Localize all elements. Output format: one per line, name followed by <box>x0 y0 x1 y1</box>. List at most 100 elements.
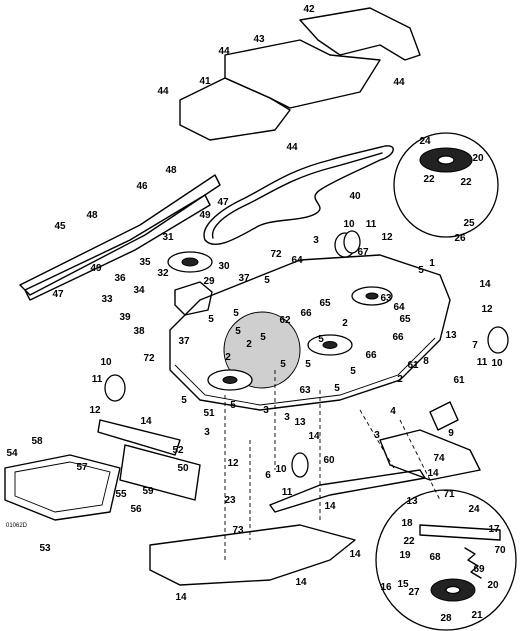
deck-edge <box>174 337 436 406</box>
callout-48-2: 48 <box>86 210 98 221</box>
callout-11-1: 11 <box>366 219 377 230</box>
callout-28-1: 28 <box>440 613 452 624</box>
callout-5-5: 5 <box>235 326 241 337</box>
callout-20-1: 20 <box>472 153 484 164</box>
wheel-10-top <box>343 230 361 254</box>
callout-7-1: 7 <box>472 340 478 351</box>
callout-47-2: 47 <box>52 289 64 300</box>
callout-6-1: 6 <box>265 470 271 481</box>
callout-58-1: 58 <box>31 436 43 447</box>
callout-25-1: 25 <box>463 218 475 229</box>
callout-41-1: 41 <box>199 76 211 87</box>
callout-50-1: 50 <box>177 463 189 474</box>
callout-74-1: 74 <box>433 453 445 464</box>
callout-5-4: 5 <box>208 314 214 325</box>
callout-61-2: 61 <box>453 375 465 386</box>
callout-53-1: 53 <box>39 543 51 554</box>
callout-48-1: 48 <box>165 165 177 176</box>
pulley-2a-hub <box>222 376 238 384</box>
callout-13-3: 13 <box>406 496 418 507</box>
callout-66-3: 66 <box>365 350 377 361</box>
callout-14-5: 14 <box>324 501 336 512</box>
callout-19-1: 19 <box>399 550 411 561</box>
callout-4-1: 4 <box>390 406 396 417</box>
callout-3-3: 3 <box>263 405 269 416</box>
callout-14-4: 14 <box>427 468 439 479</box>
callout-11-4: 11 <box>282 487 293 498</box>
cover-plate-42 <box>299 7 421 61</box>
callout-55-1: 55 <box>115 489 127 500</box>
callout-38-1: 38 <box>133 326 145 337</box>
callout-40-1: 40 <box>349 191 361 202</box>
callout-16-1: 16 <box>380 582 392 593</box>
callout-70-1: 70 <box>494 545 506 556</box>
callout-24-1: 24 <box>419 136 431 147</box>
pulley-20-bottom-hub <box>445 585 461 595</box>
callout-73-1: 73 <box>232 525 244 536</box>
gearbox-29 <box>174 281 213 316</box>
belt-40 <box>203 145 394 246</box>
callout-64-1: 64 <box>291 255 303 266</box>
callout-5-3: 5 <box>233 308 239 319</box>
callout-66-2: 66 <box>392 332 404 343</box>
callout-12-1: 12 <box>381 232 393 243</box>
roller-9 <box>429 401 459 431</box>
diagram-parts <box>4 7 517 631</box>
callout-44-1: 44 <box>218 46 230 57</box>
callout-46-1: 46 <box>136 181 148 192</box>
callout-10-4: 10 <box>275 464 287 475</box>
callout-51-1: 51 <box>203 408 215 419</box>
callout-43-1: 43 <box>253 34 265 45</box>
pulley-20-top-hub <box>437 155 455 165</box>
drawing-code: 01062D <box>6 523 28 529</box>
callout-23-1: 23 <box>224 495 236 506</box>
callout-35-1: 35 <box>139 257 151 268</box>
callout-2-1: 2 <box>246 339 252 350</box>
callout-45-1: 45 <box>54 221 66 232</box>
callout-22-1: 22 <box>423 174 435 185</box>
callout-14-6: 14 <box>349 549 361 560</box>
callout-24-2: 24 <box>468 504 480 515</box>
rail-47 <box>24 194 211 301</box>
chute-inner <box>14 461 111 513</box>
pulley-2c-hub <box>365 292 379 300</box>
callout-5-11: 5 <box>230 400 236 411</box>
callout-72-2: 72 <box>143 353 155 364</box>
callout-63-1: 63 <box>380 293 392 304</box>
discharge-chute-54 <box>4 454 121 521</box>
callout-1-1: 1 <box>429 258 435 269</box>
callout-69-1: 69 <box>473 564 485 575</box>
callout-2-3: 2 <box>225 352 231 363</box>
callout-5-8: 5 <box>280 359 286 370</box>
callout-27-1: 27 <box>408 587 420 598</box>
callout-34-1: 34 <box>133 285 145 296</box>
callout-18-1: 18 <box>401 518 413 529</box>
callout-64-2: 64 <box>393 302 405 313</box>
bracket-52 <box>97 419 181 456</box>
callout-26-1: 26 <box>454 233 466 244</box>
callout-56-1: 56 <box>130 504 142 515</box>
baffle-50 <box>119 444 201 501</box>
callout-54-1: 54 <box>6 448 18 459</box>
callout-15-1: 15 <box>397 579 409 590</box>
callout-14-8: 14 <box>175 592 187 603</box>
cover-73 <box>149 524 356 586</box>
callout-52-1: 52 <box>172 445 184 456</box>
callout-10-1: 10 <box>343 219 355 230</box>
callout-36-1: 36 <box>114 273 126 284</box>
callout-5-10: 5 <box>181 395 187 406</box>
callout-3-5: 3 <box>374 430 380 441</box>
callout-11-3: 11 <box>477 357 488 368</box>
callout-61-1: 61 <box>407 360 419 371</box>
callout-5-13: 5 <box>350 366 356 377</box>
pulley-2b-hub <box>322 341 338 349</box>
callout-72-1: 72 <box>270 249 282 260</box>
callout-13-2: 13 <box>294 417 306 428</box>
assembly-line-6 <box>359 409 396 471</box>
callout-8-1: 8 <box>423 356 429 367</box>
callout-2-4: 2 <box>397 374 403 385</box>
callout-21-1: 21 <box>471 610 483 621</box>
spring-69 <box>464 547 482 579</box>
callout-44-2: 44 <box>157 86 169 97</box>
callout-68-1: 68 <box>429 552 441 563</box>
